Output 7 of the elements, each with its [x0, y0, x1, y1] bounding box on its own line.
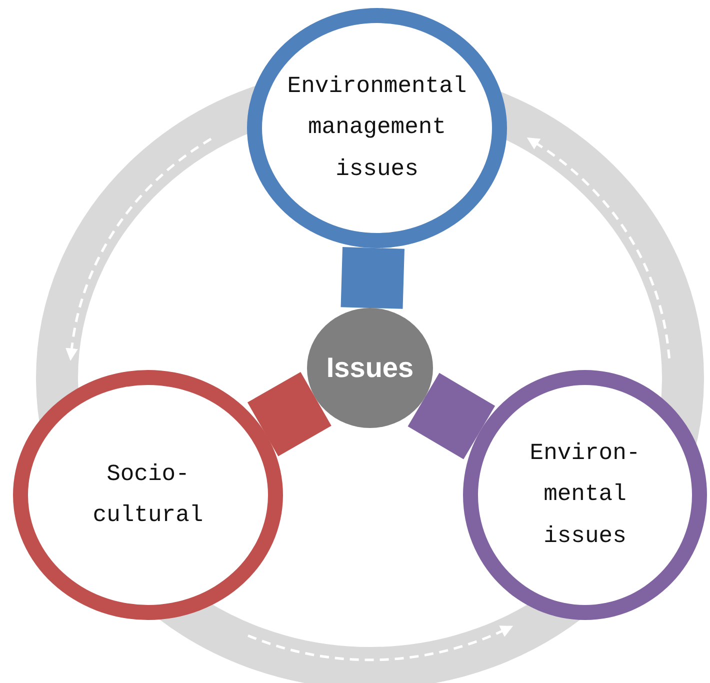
node-label: Issues [326, 352, 414, 384]
node-label: Environ-mental issues [528, 438, 642, 551]
cycle-arrow [248, 626, 514, 662]
cycle-arrow [66, 138, 212, 361]
node-label: Environmental management issues [286, 72, 468, 184]
node-label: Socio-cultural [92, 460, 204, 530]
cycle-arrow [526, 138, 671, 358]
